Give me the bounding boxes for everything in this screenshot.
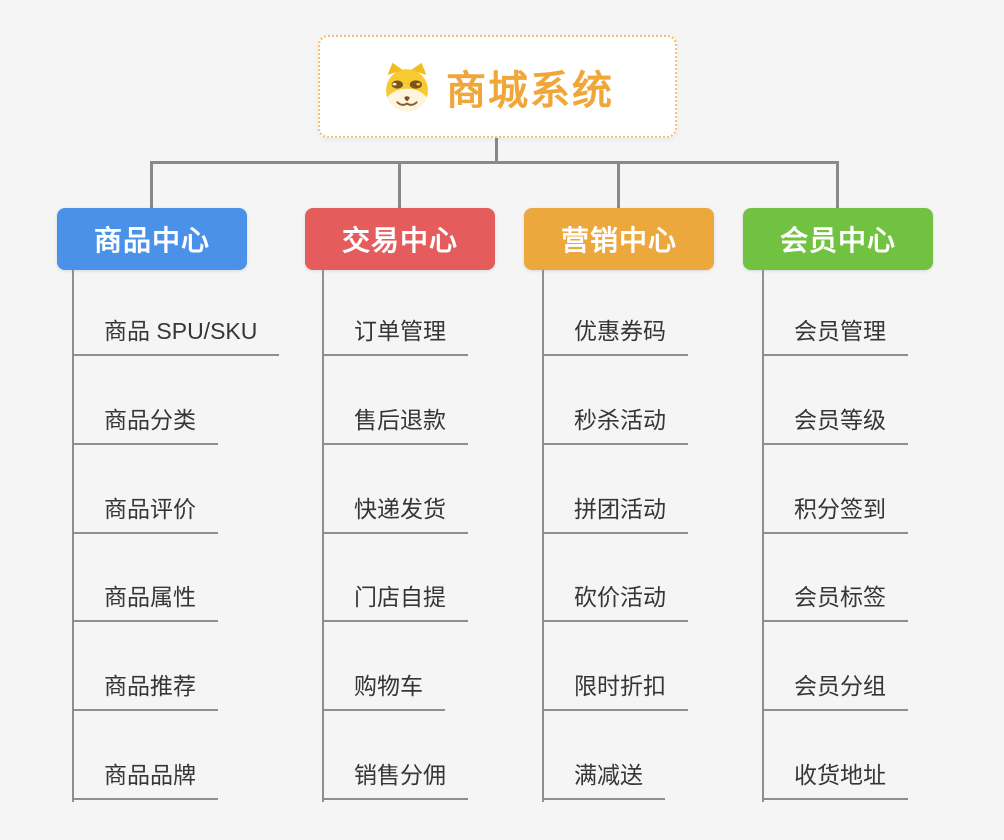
branch-product-center[interactable]: 商品中心 — [57, 208, 247, 270]
connector-drop-marketing — [617, 161, 620, 209]
connector-spine-member — [762, 270, 764, 802]
leaf-order-management[interactable]: 订单管理 — [322, 316, 468, 356]
leaf-product-spu-sku[interactable]: 商品 SPU/SKU — [72, 316, 280, 356]
branch-marketing-center[interactable]: 营销中心 — [524, 208, 714, 270]
leaf-limited-time-discount[interactable]: 限时折扣 — [542, 671, 688, 711]
connector-drop-member — [836, 161, 839, 209]
root-node[interactable]: 商城系统 — [318, 35, 677, 138]
leaf-aftersale-refund[interactable]: 售后退款 — [322, 405, 468, 445]
leaf-shipping-address[interactable]: 收货地址 — [762, 760, 908, 800]
leaf-member-tag[interactable]: 会员标签 — [762, 582, 908, 622]
leaf-member-group[interactable]: 会员分组 — [762, 671, 908, 711]
connector-drop-product — [150, 161, 153, 209]
leaf-member-management[interactable]: 会员管理 — [762, 316, 908, 356]
connector-spine-marketing — [542, 270, 544, 802]
branch-trade-center[interactable]: 交易中心 — [305, 208, 495, 270]
leaf-sales-commission[interactable]: 销售分佣 — [322, 760, 468, 800]
leaf-points-checkin[interactable]: 积分签到 — [762, 494, 908, 534]
leaf-bargain-activity[interactable]: 砍价活动 — [542, 582, 688, 622]
leaf-full-reduction[interactable]: 满减送 — [542, 760, 665, 800]
leaf-flash-sale[interactable]: 秒杀活动 — [542, 405, 688, 445]
leaf-member-level[interactable]: 会员等级 — [762, 405, 908, 445]
root-title: 商城系统 — [446, 68, 614, 113]
leaf-shopping-cart[interactable]: 购物车 — [322, 671, 445, 711]
doge-icon — [381, 62, 433, 112]
leaf-product-brand[interactable]: 商品品牌 — [72, 760, 218, 800]
leaf-product-recommend[interactable]: 商品推荐 — [72, 671, 218, 711]
connector-spine-trade — [322, 270, 324, 802]
connector-drop-trade — [398, 161, 401, 209]
connector-trunk — [150, 161, 839, 164]
leaf-product-review[interactable]: 商品评价 — [72, 494, 218, 534]
connector-root-stub — [495, 138, 498, 164]
leaf-product-category[interactable]: 商品分类 — [72, 405, 218, 445]
leaf-product-attribute[interactable]: 商品属性 — [72, 582, 218, 622]
leaf-store-pickup[interactable]: 门店自提 — [322, 582, 468, 622]
leaf-express-delivery[interactable]: 快递发货 — [322, 494, 468, 534]
connector-spine-product — [72, 270, 74, 802]
branch-member-center[interactable]: 会员中心 — [743, 208, 933, 270]
leaf-coupon-code[interactable]: 优惠券码 — [542, 316, 688, 356]
leaf-group-buy[interactable]: 拼团活动 — [542, 494, 688, 534]
